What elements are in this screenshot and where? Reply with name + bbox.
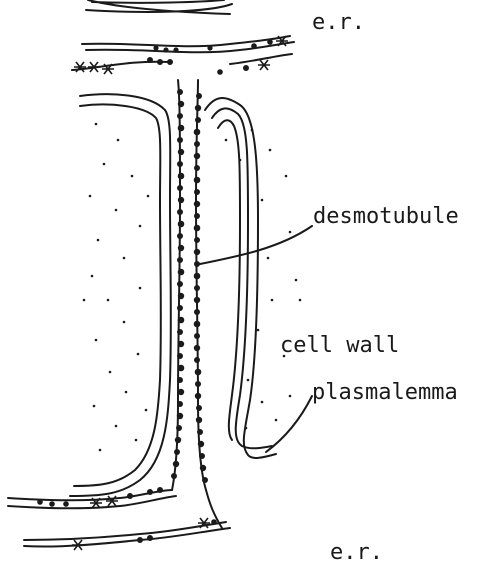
cell-wall-stipple [83,123,302,452]
er-bottom-label: e.r. [330,540,383,565]
er-bottom-line-lower [24,522,230,547]
right-plasmalemma-outer [205,98,276,458]
left-plasmalemma-outer [70,94,171,496]
top-membrane-curve [86,0,232,14]
right-plasmalemma-inner [212,108,272,448]
desmotubule-leader-line [200,226,312,264]
er-bottom-line-middle [8,496,176,508]
er-top-line-lower [72,54,292,70]
cell-wall-label: cell wall [280,333,399,358]
plasmalemma-label: plasmalemma [312,380,458,405]
plasmalemma-leader-line [266,396,312,452]
right-plasmalemma-inner-2 [218,120,240,440]
desmotubule-label: desmotubule [313,204,459,229]
er-top-line-upper [82,36,294,52]
er-top-label: e.r. [312,10,365,35]
desmotubule-beads [171,89,208,483]
left-plasmalemma-inner [74,105,161,487]
